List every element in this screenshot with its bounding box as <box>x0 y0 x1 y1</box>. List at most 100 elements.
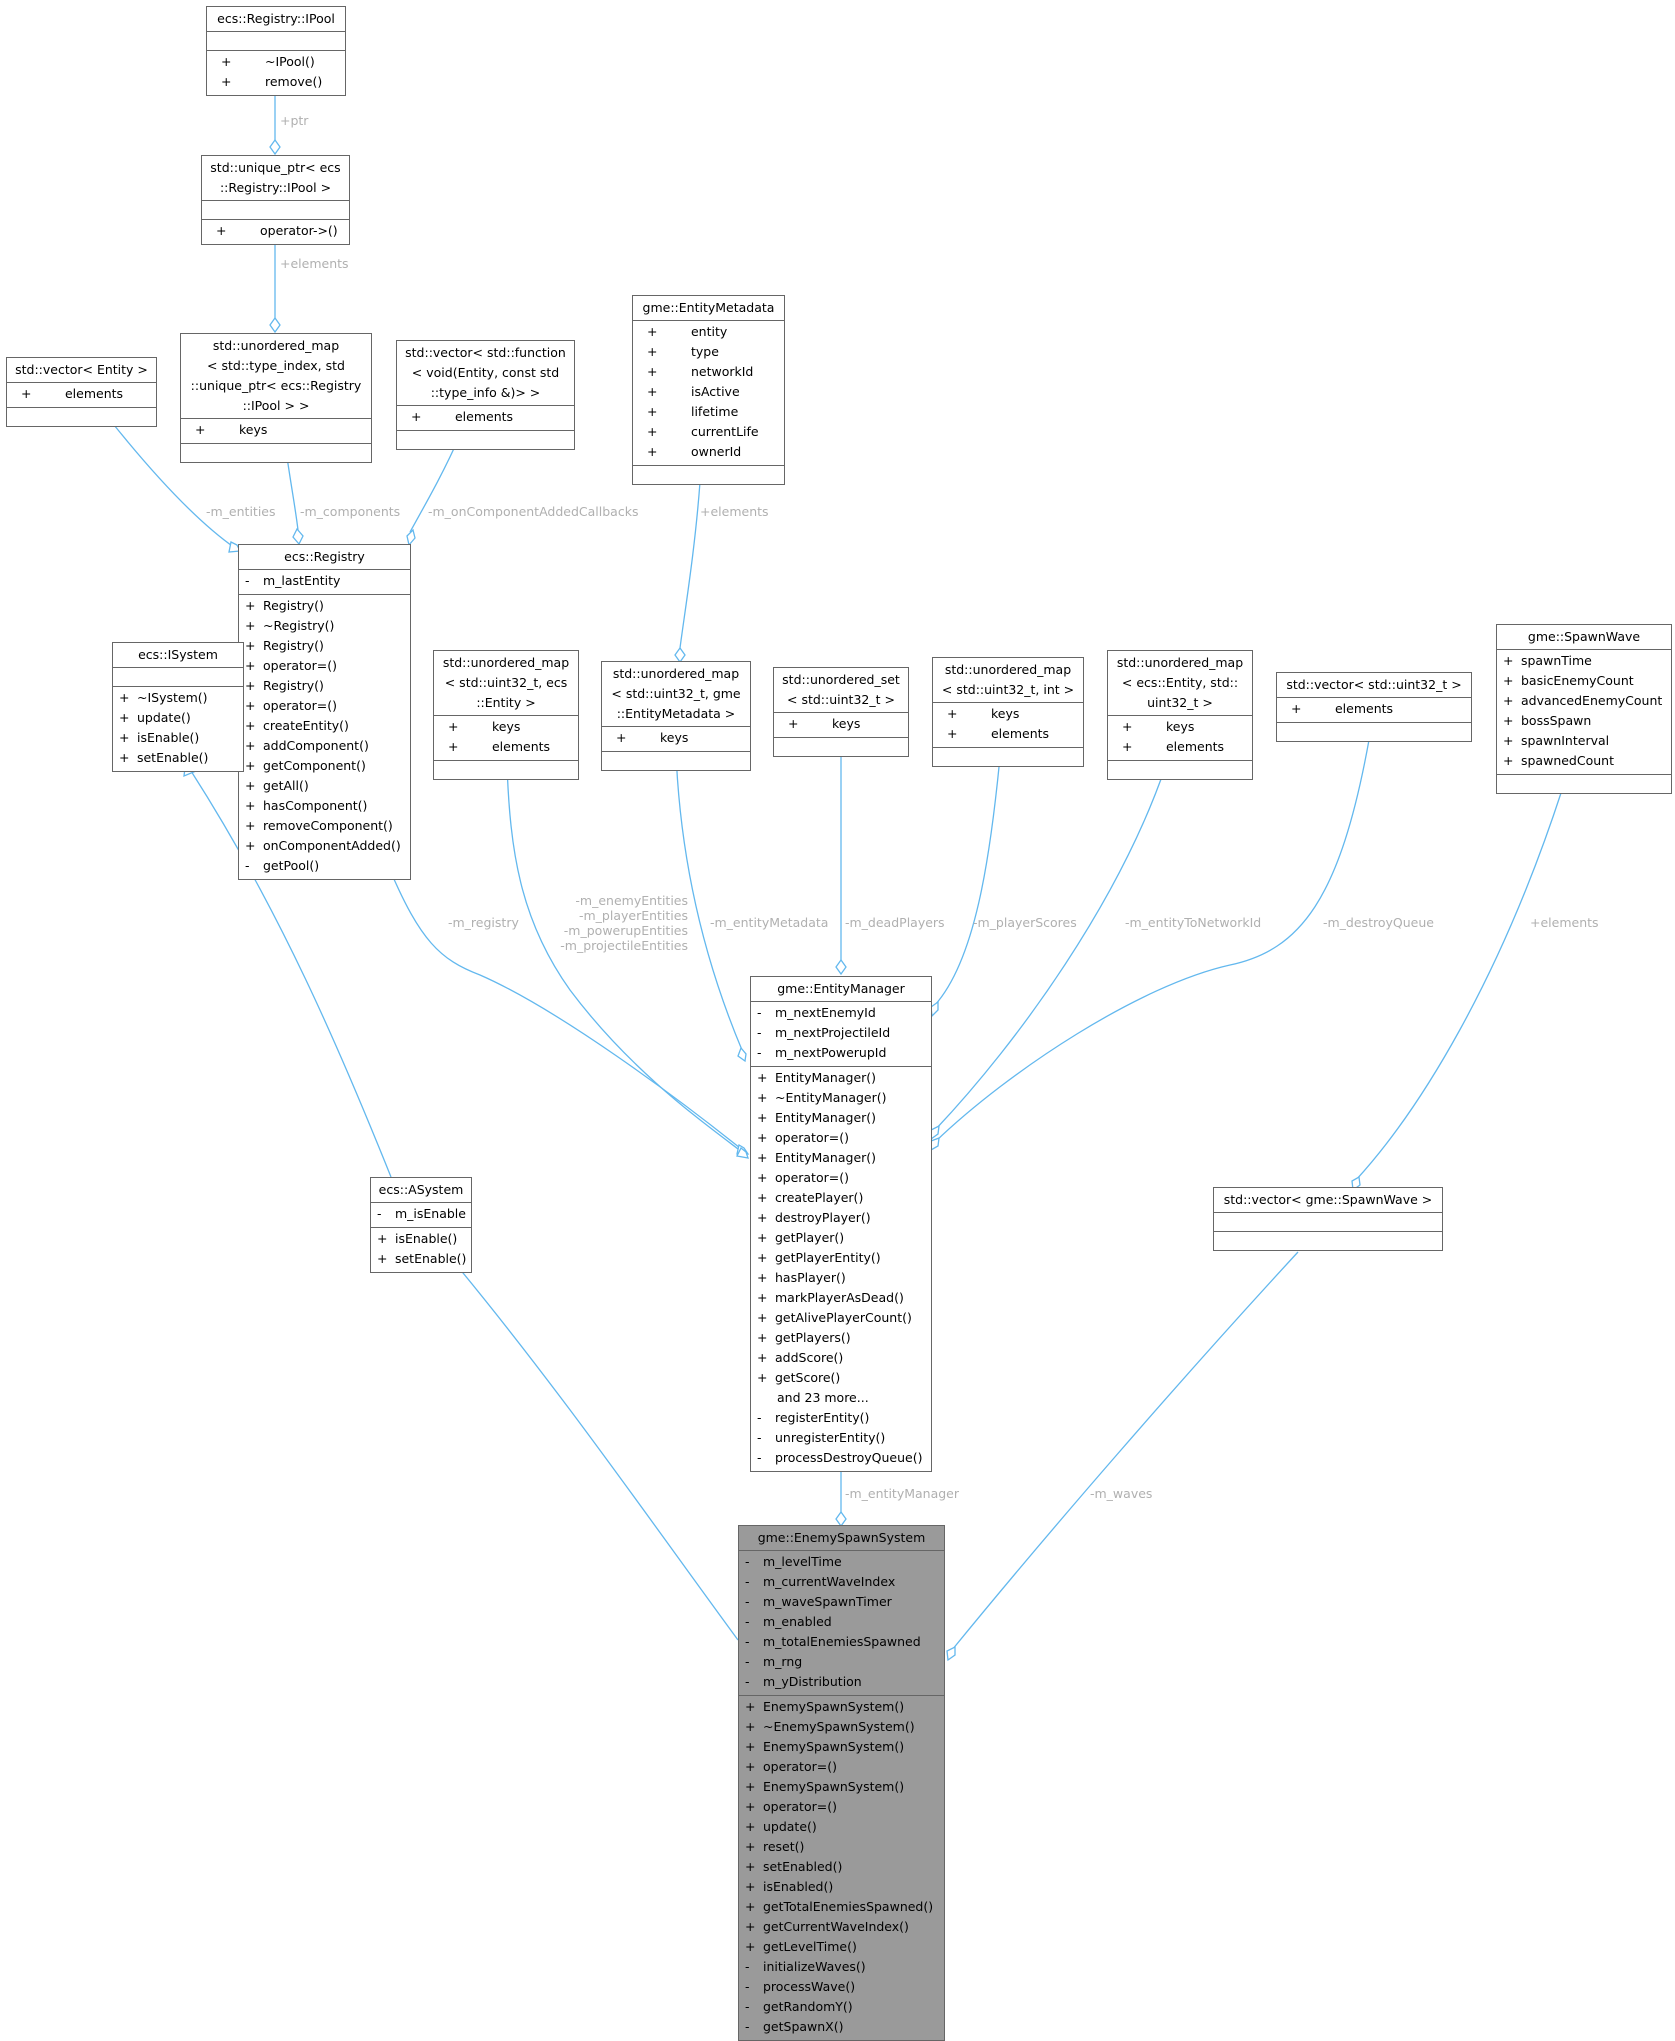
method-row[interactable]: - registerEntity() <box>751 1408 931 1428</box>
method-row[interactable]: + setEnable() <box>113 748 243 768</box>
class-enemy-spawn-system[interactable]: gme::EnemySpawnSystem- m_levelTime- m_cu… <box>738 1525 945 2041</box>
member-row[interactable]: - m_enabled <box>739 1612 944 1632</box>
method-row[interactable]: + getPlayerEntity() <box>751 1248 931 1268</box>
method-row[interactable]: + Registry() <box>239 636 410 656</box>
member-row[interactable]: + keys <box>602 728 750 748</box>
member-row[interactable]: + ownerId <box>633 442 784 462</box>
method-row[interactable]: + onComponentAdded() <box>239 836 410 856</box>
method-row[interactable]: + operator=() <box>239 656 410 676</box>
class-spawn-wave[interactable]: gme::SpawnWave+ spawnTime+ basicEnemyCou… <box>1496 624 1672 794</box>
method-row[interactable]: - getSpawnX() <box>739 2017 944 2037</box>
class-map-uint32-entity[interactable]: std::unordered_map< std::uint32_t, ecs::… <box>433 650 579 780</box>
class-isystem[interactable]: ecs::ISystem+ ~ISystem()+ update()+ isEn… <box>112 642 244 772</box>
method-row[interactable]: - unregisterEntity() <box>751 1428 931 1448</box>
method-row[interactable]: + addComponent() <box>239 736 410 756</box>
member-row[interactable]: - m_rng <box>739 1652 944 1672</box>
class-vector-entity[interactable]: std::vector< Entity >+ elements <box>6 357 157 427</box>
class-entity-manager[interactable]: gme::EntityManager- m_nextEnemyId- m_nex… <box>750 976 932 1472</box>
method-row[interactable]: + ~Registry() <box>239 616 410 636</box>
method-row[interactable]: + operator=() <box>739 1797 944 1817</box>
method-row[interactable]: - processWave() <box>739 1977 944 1997</box>
method-row[interactable]: + operator=() <box>751 1128 931 1148</box>
method-row[interactable]: + isEnable() <box>113 728 243 748</box>
member-row[interactable]: + spawnInterval <box>1497 731 1671 751</box>
member-row[interactable]: - m_currentWaveIndex <box>739 1572 944 1592</box>
member-row[interactable]: + networkId <box>633 362 784 382</box>
method-row[interactable]: + EnemySpawnSystem() <box>739 1737 944 1757</box>
member-row[interactable]: - m_nextPowerupId <box>751 1043 931 1063</box>
member-row[interactable]: - m_waveSpawnTimer <box>739 1592 944 1612</box>
class-entity-metadata[interactable]: gme::EntityMetadata+ entity+ type+ netwo… <box>632 295 785 485</box>
method-row[interactable]: + getTotalEnemiesSpawned() <box>739 1897 944 1917</box>
member-row[interactable]: + elements <box>1277 699 1471 719</box>
member-row[interactable]: + spawnTime <box>1497 651 1671 671</box>
member-row[interactable]: + type <box>633 342 784 362</box>
class-asystem[interactable]: ecs::ASystem- m_isEnable+ isEnable()+ se… <box>370 1177 472 1273</box>
member-row[interactable]: + basicEnemyCount <box>1497 671 1671 691</box>
method-row[interactable]: + getCurrentWaveIndex() <box>739 1917 944 1937</box>
method-row[interactable]: + destroyPlayer() <box>751 1208 931 1228</box>
member-row[interactable]: - m_levelTime <box>739 1552 944 1572</box>
method-row[interactable]: + isEnable() <box>371 1229 471 1249</box>
method-row[interactable]: - processDestroyQueue() <box>751 1448 931 1468</box>
class-unordered-map-pool[interactable]: std::unordered_map< std::type_index, std… <box>180 333 372 463</box>
member-row[interactable]: + spawnedCount <box>1497 751 1671 771</box>
class-vector-spawnwave[interactable]: std::vector< gme::SpawnWave > <box>1213 1187 1443 1251</box>
class-map-uint32-metadata[interactable]: std::unordered_map< std::uint32_t, gme::… <box>601 661 751 771</box>
method-row[interactable]: + Registry() <box>239 676 410 696</box>
method-row[interactable]: + ~ISystem() <box>113 688 243 708</box>
member-row[interactable]: + keys <box>434 717 578 737</box>
member-row[interactable]: + keys <box>774 714 908 734</box>
method-row[interactable]: + createPlayer() <box>751 1188 931 1208</box>
method-row[interactable]: + ~IPool() <box>207 52 345 72</box>
member-row[interactable]: + keys <box>1108 717 1252 737</box>
member-row[interactable]: - m_nextProjectileId <box>751 1023 931 1043</box>
member-row[interactable]: + elements <box>7 384 156 404</box>
member-row[interactable]: + isActive <box>633 382 784 402</box>
method-row[interactable]: + ~EntityManager() <box>751 1088 931 1108</box>
class-ipool[interactable]: ecs::Registry::IPool+ ~IPool()+ remove() <box>206 6 346 96</box>
method-row[interactable]: + getPlayer() <box>751 1228 931 1248</box>
member-row[interactable]: - m_lastEntity <box>239 571 410 591</box>
method-row[interactable]: + getAlivePlayerCount() <box>751 1308 931 1328</box>
member-row[interactable]: - m_nextEnemyId <box>751 1003 931 1023</box>
class-vector-function[interactable]: std::vector< std::function< void(Entity,… <box>396 340 575 450</box>
member-row[interactable]: + keys <box>181 420 371 440</box>
member-row[interactable]: + elements <box>933 724 1083 744</box>
method-row[interactable]: + getLevelTime() <box>739 1937 944 1957</box>
member-row[interactable]: + bossSpawn <box>1497 711 1671 731</box>
method-row[interactable]: + operator=() <box>739 1757 944 1777</box>
method-row[interactable]: + update() <box>739 1817 944 1837</box>
method-row[interactable]: + operator=() <box>239 696 410 716</box>
method-row[interactable]: + setEnabled() <box>739 1857 944 1877</box>
method-row[interactable]: + remove() <box>207 72 345 92</box>
class-unique-ptr[interactable]: std::unique_ptr< ecs::Registry::IPool >+… <box>201 155 350 245</box>
method-row[interactable]: + removeComponent() <box>239 816 410 836</box>
member-row[interactable]: + lifetime <box>633 402 784 422</box>
member-row[interactable]: + keys <box>933 704 1083 724</box>
member-row[interactable]: - m_yDistribution <box>739 1672 944 1692</box>
class-vector-uint32[interactable]: std::vector< std::uint32_t >+ elements <box>1276 672 1472 742</box>
member-row[interactable]: + elements <box>397 407 574 427</box>
class-set-uint32[interactable]: std::unordered_set< std::uint32_t >+ key… <box>773 667 909 757</box>
member-row[interactable]: + currentLife <box>633 422 784 442</box>
method-row[interactable]: + EntityManager() <box>751 1068 931 1088</box>
method-row[interactable]: + update() <box>113 708 243 728</box>
method-row[interactable]: + EnemySpawnSystem() <box>739 1777 944 1797</box>
member-row[interactable]: + elements <box>1108 737 1252 757</box>
method-row[interactable]: + createEntity() <box>239 716 410 736</box>
class-map-entity-uint32[interactable]: std::unordered_map< ecs::Entity, std::ui… <box>1107 650 1253 780</box>
method-row[interactable]: + addScore() <box>751 1348 931 1368</box>
member-row[interactable]: + elements <box>434 737 578 757</box>
class-map-uint32-int[interactable]: std::unordered_map< std::uint32_t, int >… <box>932 657 1084 767</box>
method-row[interactable]: + getComponent() <box>239 756 410 776</box>
member-row[interactable]: - m_isEnable <box>371 1204 471 1224</box>
method-row[interactable]: + EntityManager() <box>751 1148 931 1168</box>
class-registry[interactable]: ecs::Registry- m_lastEntity+ Registry()+… <box>238 544 411 880</box>
method-row[interactable]: + getAll() <box>239 776 410 796</box>
member-row[interactable]: + entity <box>633 322 784 342</box>
method-row[interactable]: and 23 more... <box>751 1388 931 1408</box>
method-row[interactable]: - initializeWaves() <box>739 1957 944 1977</box>
method-row[interactable]: + isEnabled() <box>739 1877 944 1897</box>
member-row[interactable]: + advancedEnemyCount <box>1497 691 1671 711</box>
